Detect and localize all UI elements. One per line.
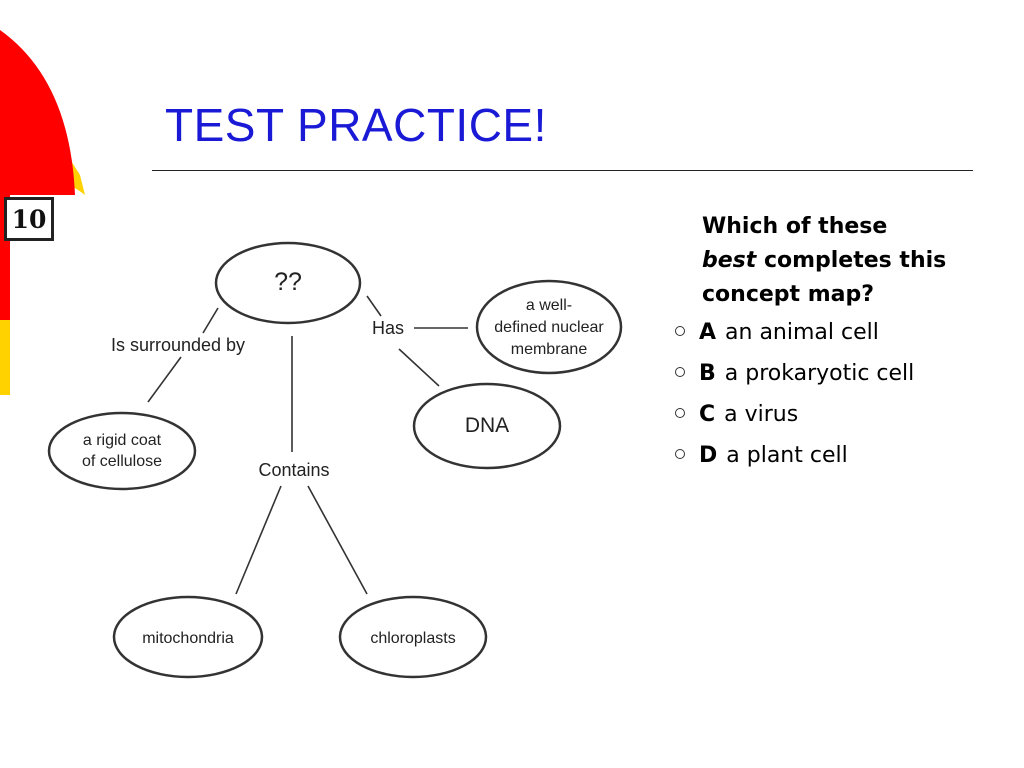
question-number: 10 <box>11 204 47 234</box>
mitochondria-node-label: mitochondria <box>142 630 234 647</box>
dna-node-label: DNA <box>465 414 509 437</box>
connector-center-surrounded <box>202 307 219 334</box>
red-shape <box>0 30 75 320</box>
connector-contains-chloro <box>307 485 368 595</box>
option-text: a prokaryotic cell <box>724 361 915 386</box>
connector-contains-mito <box>235 485 282 595</box>
option-text: a virus <box>724 402 799 427</box>
chloroplasts-node-ellipse <box>338 595 488 679</box>
cellulose-node-label-1: a rigid coat <box>83 432 162 449</box>
mitochondria-node-ellipse <box>112 595 264 679</box>
bullet-icon <box>675 449 685 459</box>
bullet-icon <box>675 326 685 336</box>
cellulose-node-label-2: of cellulose <box>82 453 162 470</box>
question-line-1: Which of these <box>702 214 888 239</box>
cellulose-node-ellipse <box>47 411 197 491</box>
link-label-has: Has <box>372 318 404 338</box>
question-line-2: best completes this <box>702 244 1022 278</box>
question-text: Which of these best completes this conce… <box>702 210 1022 312</box>
center-node-label: ?? <box>274 268 302 296</box>
membrane-node-label-3: membrane <box>511 341 588 358</box>
connector-surrounded-cellulose <box>147 356 182 403</box>
bullet-icon <box>675 367 685 377</box>
question-emphasis: best <box>702 248 757 273</box>
link-label-surrounded: Is surrounded by <box>111 335 245 355</box>
option-letter: D <box>699 443 718 468</box>
title-divider <box>152 170 973 171</box>
slide-title: TEST PRACTICE! <box>165 99 547 151</box>
option-text: an animal cell <box>725 320 879 345</box>
membrane-node-label-2: defined nuclear <box>494 319 604 336</box>
dna-node-ellipse <box>412 382 562 470</box>
bullet-icon <box>675 408 685 418</box>
option-letter: C <box>699 402 716 427</box>
link-label-contains: Contains <box>258 460 329 480</box>
question-number-box: 10 <box>4 197 54 241</box>
center-node-ellipse <box>214 241 362 325</box>
corner-decoration <box>0 30 85 395</box>
question-line-3: concept map? <box>702 282 874 307</box>
option-letter: A <box>699 320 717 345</box>
option-text: a plant cell <box>726 443 848 468</box>
question-line-2-rest: completes this <box>756 248 947 273</box>
membrane-node-ellipse <box>475 279 623 375</box>
connector-has-dna <box>398 348 440 387</box>
option-letter: B <box>699 361 716 386</box>
chloroplasts-node-label: chloroplasts <box>370 630 455 647</box>
membrane-node-label-1: a well- <box>526 297 572 314</box>
connector-center-has <box>366 295 382 317</box>
